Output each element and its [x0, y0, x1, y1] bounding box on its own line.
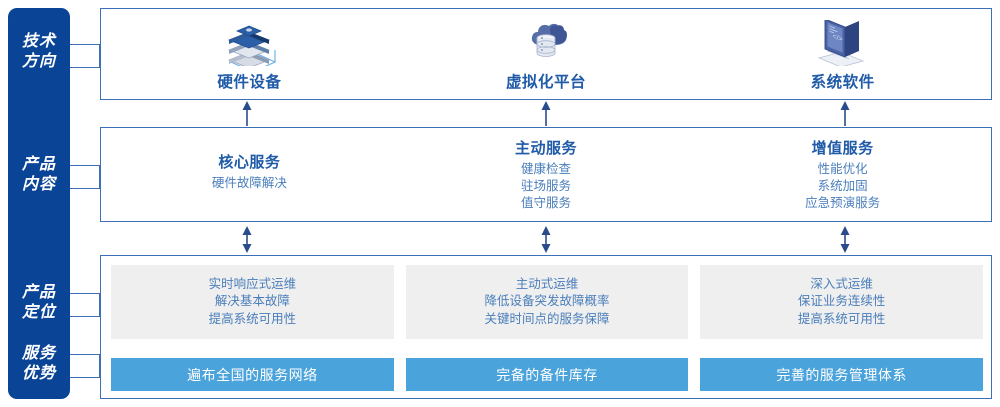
arrow-up-hardware	[242, 101, 252, 126]
tech-column-system-software[interactable]: </> 系统软件	[694, 9, 991, 99]
content-item: 驻场服务	[521, 179, 572, 193]
arrow-bidirectional-left	[242, 226, 252, 253]
content-item: 性能优化	[817, 162, 868, 176]
content-column-core-service[interactable]: 核心服务 硬件故障解决	[101, 128, 398, 221]
content-item: 系统加固	[817, 179, 868, 193]
advantage-card-row: 遍布全国的服务网络 完备的备件库存 完善的服务管理体系	[111, 358, 984, 391]
tech-label-hardware: 硬件设备	[217, 74, 282, 91]
advantage-card-management-system[interactable]: 完善的服务管理体系	[700, 358, 984, 391]
rail-label-tech-direction: 技术 方向	[21, 33, 56, 70]
content-item: 硬件故障解决	[211, 176, 287, 190]
positioning-line: 主动式运维	[515, 276, 579, 291]
cloud-database-icon	[531, 23, 568, 58]
arrow-up-virtualization	[541, 101, 551, 126]
positioning-line: 保证业务连续性	[797, 294, 886, 309]
tech-label-system-software: 系统软件	[810, 74, 875, 91]
positioning-line: 降低设备突发故障概率	[484, 294, 610, 309]
advantage-card-spare-parts[interactable]: 完备的备件库存	[405, 358, 689, 391]
connector-product-content	[70, 165, 100, 189]
content-item: 应急预演服务	[805, 196, 881, 210]
connector-tech-direction	[70, 44, 100, 68]
content-item: 值守服务	[521, 196, 572, 210]
tech-column-virtualization[interactable]: 虚拟化平台	[398, 9, 695, 99]
positioning-line: 深入式运维	[810, 276, 873, 291]
connector-product-position	[70, 293, 100, 317]
content-column-value-added-service[interactable]: 增值服务 性能优化 系统加固 应急预演服务	[694, 128, 991, 221]
positioning-line: 提高系统可用性	[208, 311, 297, 326]
svg-text:</>: </>	[832, 31, 842, 44]
positioning-card-row: 实时响应式运维 解决基本故障 提高系统可用性 主动式运维 降低设备突发故障概率 …	[111, 265, 984, 339]
server-stack-icon	[228, 25, 277, 66]
positioning-line: 解决基本故障	[214, 294, 290, 309]
rail-label-product-content: 产品 内容	[21, 156, 56, 193]
positioning-line: 关键时间点的服务保障	[484, 311, 610, 326]
content-title-proactive-service: 主动服务	[515, 140, 578, 157]
technology-direction-panel: 硬件设备	[100, 8, 992, 100]
positioning-line: 实时响应式运维	[208, 276, 297, 291]
positioning-card-indepth[interactable]: 深入式运维 保证业务连续性 提高系统可用性	[700, 265, 984, 339]
arrow-bidirectional-right	[840, 226, 850, 253]
product-content-panel: 核心服务 硬件故障解决 主动服务 健康检查 驻场服务 值守服务 增值服务 性能优…	[100, 127, 992, 222]
advantage-card-service-network[interactable]: 遍布全国的服务网络	[111, 358, 394, 391]
positioning-card-proactive[interactable]: 主动式运维 降低设备突发故障概率 关键时间点的服务保障	[405, 265, 689, 339]
positioning-line: 提高系统可用性	[797, 311, 886, 326]
tech-label-virtualization: 虚拟化平台	[506, 74, 587, 91]
positioning-card-realtime[interactable]: 实时响应式运维 解决基本故障 提高系统可用性	[111, 265, 394, 339]
category-rail: 技术 方向 产品 内容 产品 定位 服务 优势	[8, 8, 70, 399]
content-column-proactive-service[interactable]: 主动服务 健康检查 驻场服务 值守服务	[398, 128, 695, 221]
positioning-advantage-panel: 实时响应式运维 解决基本故障 提高系统可用性 主动式运维 降低设备突发故障概率 …	[100, 255, 992, 399]
arrow-bidirectional-middle	[541, 226, 551, 253]
tech-column-hardware[interactable]: 硬件设备	[101, 9, 398, 99]
content-item: 健康检查	[521, 162, 572, 176]
rail-label-service-advantage: 服务 优势	[21, 345, 56, 382]
connector-service-advantage	[70, 354, 100, 378]
content-title-value-added-service: 增值服务	[811, 140, 874, 157]
laptop-code-icon: </>	[817, 20, 864, 66]
rail-label-product-position: 产品 定位	[21, 284, 56, 321]
arrow-up-system-software	[840, 101, 850, 126]
content-title-core-service: 核心服务	[218, 154, 281, 171]
